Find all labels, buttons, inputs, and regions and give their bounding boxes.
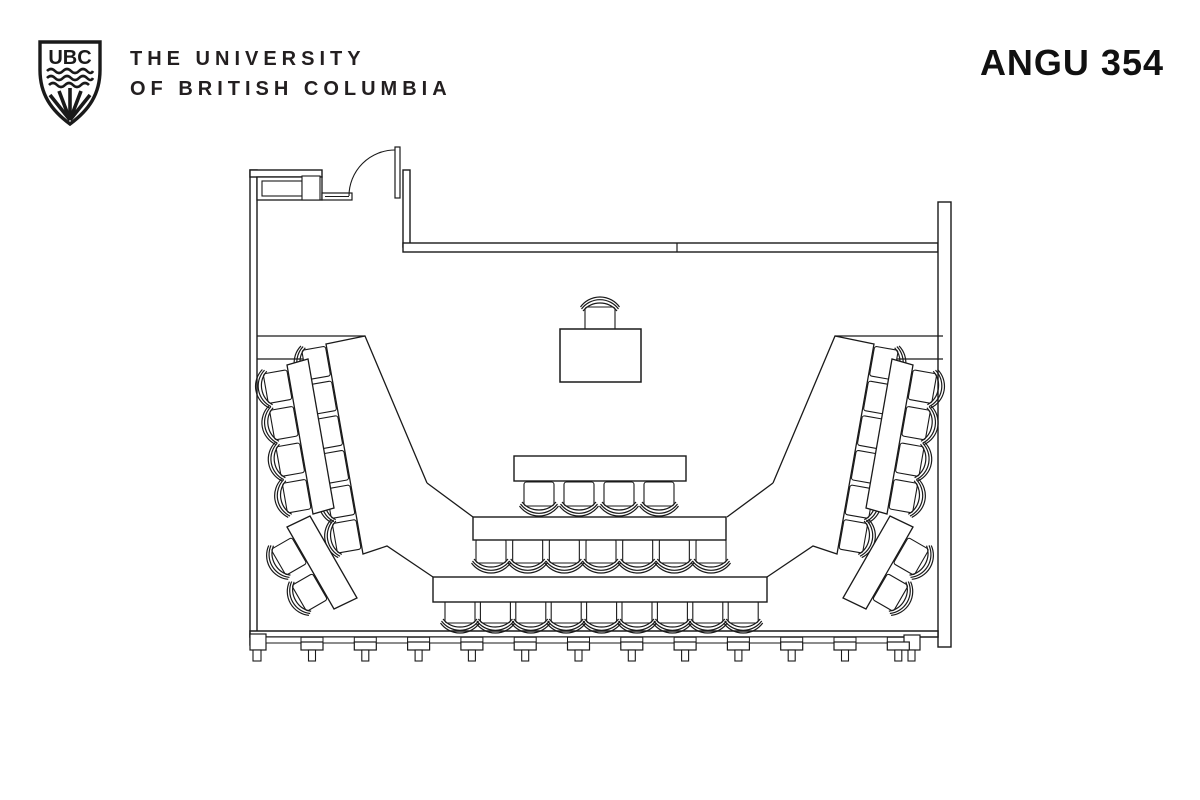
chair: [559, 481, 599, 517]
chair: [475, 598, 516, 634]
chair: [838, 518, 876, 559]
seating-row-2: [471, 516, 732, 574]
casework-counter: [256, 175, 353, 201]
chair: [723, 598, 764, 634]
window-wall: [249, 630, 939, 662]
seating-row-1: [513, 455, 687, 517]
chair: [580, 296, 620, 332]
chair: [901, 405, 939, 445]
chair: [324, 518, 362, 559]
entry-door: [348, 146, 401, 199]
instructor-podium: [559, 296, 642, 383]
right-wing: [726, 335, 946, 616]
chair: [581, 598, 622, 634]
chair: [872, 573, 914, 616]
chair: [691, 538, 732, 574]
chair: [254, 369, 293, 409]
chair: [895, 442, 933, 482]
room-title: ANGU 354: [979, 42, 1164, 83]
chair: [907, 369, 946, 409]
chair: [286, 573, 328, 616]
right-wing-mirror: [726, 335, 946, 616]
chair: [267, 442, 305, 482]
seating-row-3: [432, 576, 768, 634]
ubc-logo: UBC: [38, 40, 102, 127]
instructor-desk: [559, 328, 642, 383]
table-row-1: [513, 455, 687, 482]
chair: [893, 537, 934, 580]
chair: [617, 598, 657, 634]
chair: [639, 481, 679, 517]
wordmark-line2: OF BRITISH COLUMBIA: [130, 78, 452, 100]
table-row-2: [472, 516, 727, 541]
chair: [581, 538, 621, 574]
university-wordmark: THE UNIVERSITY OF BRITISH COLUMBIA: [130, 44, 452, 104]
chair: [687, 598, 728, 634]
chair: [654, 538, 695, 574]
walls: [249, 169, 952, 648]
center-rows: [432, 455, 768, 634]
chair: [546, 598, 587, 634]
chair: [544, 538, 585, 574]
chair: [510, 598, 551, 634]
chair: [274, 478, 312, 518]
wordmark-line1: THE UNIVERSITY: [130, 48, 366, 70]
chair: [519, 481, 559, 517]
chair: [266, 537, 307, 580]
left-wing: [254, 335, 474, 616]
table-row-3: [432, 576, 768, 603]
ubc-shield-icon: UBC: [38, 40, 102, 127]
chair: [261, 405, 299, 445]
sunburst-rays-icon: [48, 88, 92, 122]
chair: [440, 598, 480, 634]
chair: [888, 478, 926, 518]
chair: [599, 481, 639, 517]
chair: [652, 598, 693, 634]
chair: [507, 538, 548, 574]
ubc-monogram: UBC: [48, 47, 91, 69]
chair: [471, 538, 511, 574]
chair: [617, 538, 658, 574]
